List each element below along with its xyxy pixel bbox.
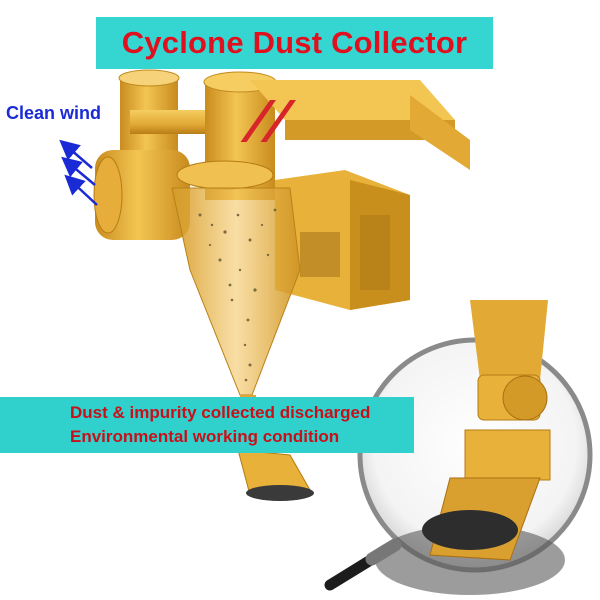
- clean-wind-arrows: [59, 139, 98, 206]
- top-duct: [240, 80, 470, 170]
- side-chute: [275, 170, 410, 310]
- info-line-1: Dust & impurity collected discharged: [70, 403, 371, 422]
- info-line-2: Environmental working condition: [70, 427, 340, 446]
- page-title: Cyclone Dust Collector: [121, 25, 468, 60]
- magnifier: [324, 300, 593, 595]
- title-banner: Cyclone Dust Collector: [96, 17, 493, 69]
- info-banner: Dust & impurity collected discharged Env…: [0, 397, 414, 453]
- cyclone-cone: [171, 187, 314, 501]
- dust-particles: [198, 208, 277, 382]
- clean-wind-label: Clean wind: [6, 103, 102, 123]
